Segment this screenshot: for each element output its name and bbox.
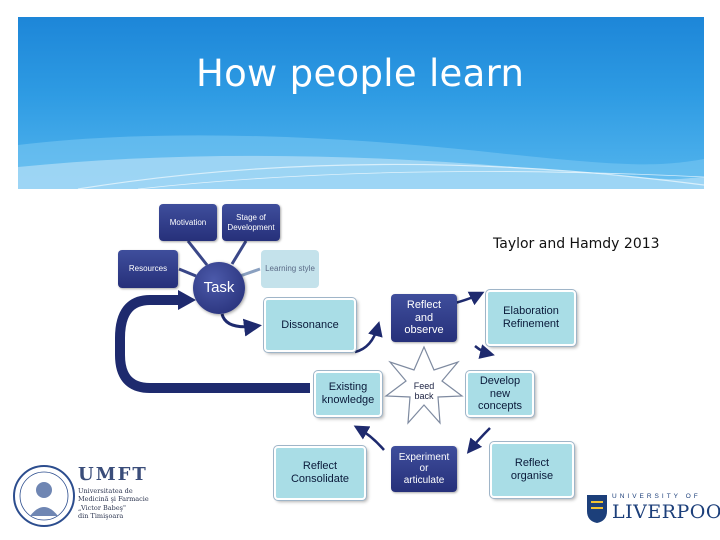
citation: Taylor and Hamdy 2013 <box>493 236 660 252</box>
existing-knowledge-box: Existing knowledge <box>314 371 382 417</box>
umft-line-1: Universitatea de <box>78 487 133 495</box>
loop-arrow <box>115 295 310 393</box>
arrow-cycle-5 <box>353 425 385 451</box>
liverpool-crest-icon <box>587 495 607 523</box>
reflect-observe-line-3: observe <box>404 324 444 337</box>
experiment-articulate-box: Experiment or articulate <box>391 446 457 492</box>
liverpool-top: UNIVERSITY OF <box>612 493 701 500</box>
arrow-cycle-1 <box>354 321 383 354</box>
experiment-line-3: articulate <box>403 474 445 486</box>
arrow-cycle-4 <box>466 427 491 454</box>
umft-subtitle: Universitatea de Medicină şi Farmacie „V… <box>78 487 149 521</box>
resources-box: Resources <box>118 250 178 288</box>
elaboration-refinement-box: Elaboration Refinement <box>486 290 576 346</box>
feedback-star <box>384 345 464 425</box>
reflect-observe-line-1: Reflect <box>406 299 442 312</box>
reflect-consolidate-box: Reflect Consolidate <box>274 446 366 500</box>
learning-style-box: Learning style <box>261 250 319 288</box>
umft-line-2: Medicină şi Farmacie <box>78 495 149 504</box>
task-circle: Task <box>193 262 245 314</box>
header-band <box>18 17 704 189</box>
umft-line-4: din Timişoara <box>78 512 124 521</box>
dissonance-box: Dissonance <box>264 298 356 352</box>
develop-new-concepts-box: Develop new concepts <box>466 371 534 417</box>
connector-motivation <box>186 240 209 266</box>
experiment-line-2: or <box>419 463 429 475</box>
umft-name: UMFT <box>78 464 148 485</box>
arrow-task-dissonance <box>220 313 262 337</box>
reflect-observe-line-2: and <box>414 311 434 324</box>
experiment-line-1: Experiment <box>398 451 450 463</box>
motivation-box: Motivation <box>159 204 217 241</box>
reflect-organise-box: Reflect organise <box>490 442 574 498</box>
liverpool-name: LIVERPOOL <box>612 501 720 523</box>
umft-line-3: „Victor Babeş" <box>78 503 126 512</box>
feedback-line-2: back <box>414 391 434 402</box>
connector-resources <box>178 267 197 278</box>
feedback-line-1: Feed <box>413 381 435 391</box>
reflect-observe-box: Reflect and observe <box>391 294 457 342</box>
arrow-cycle-3 <box>474 344 495 359</box>
connector-stage <box>230 240 248 265</box>
connector-learning-style <box>239 267 261 278</box>
umft-seal-icon <box>13 465 75 527</box>
liverpool-logo: UNIVERSITY OF LIVERPOOL <box>586 490 720 528</box>
slide-title: How people learn <box>196 52 525 95</box>
stage-of-development-box: Stage of Development <box>222 204 280 241</box>
umft-logo: UMFT Universitatea de Medicină şi Farmac… <box>12 462 154 532</box>
feedback-label: Feed back <box>404 381 444 402</box>
header-waves <box>18 135 704 189</box>
